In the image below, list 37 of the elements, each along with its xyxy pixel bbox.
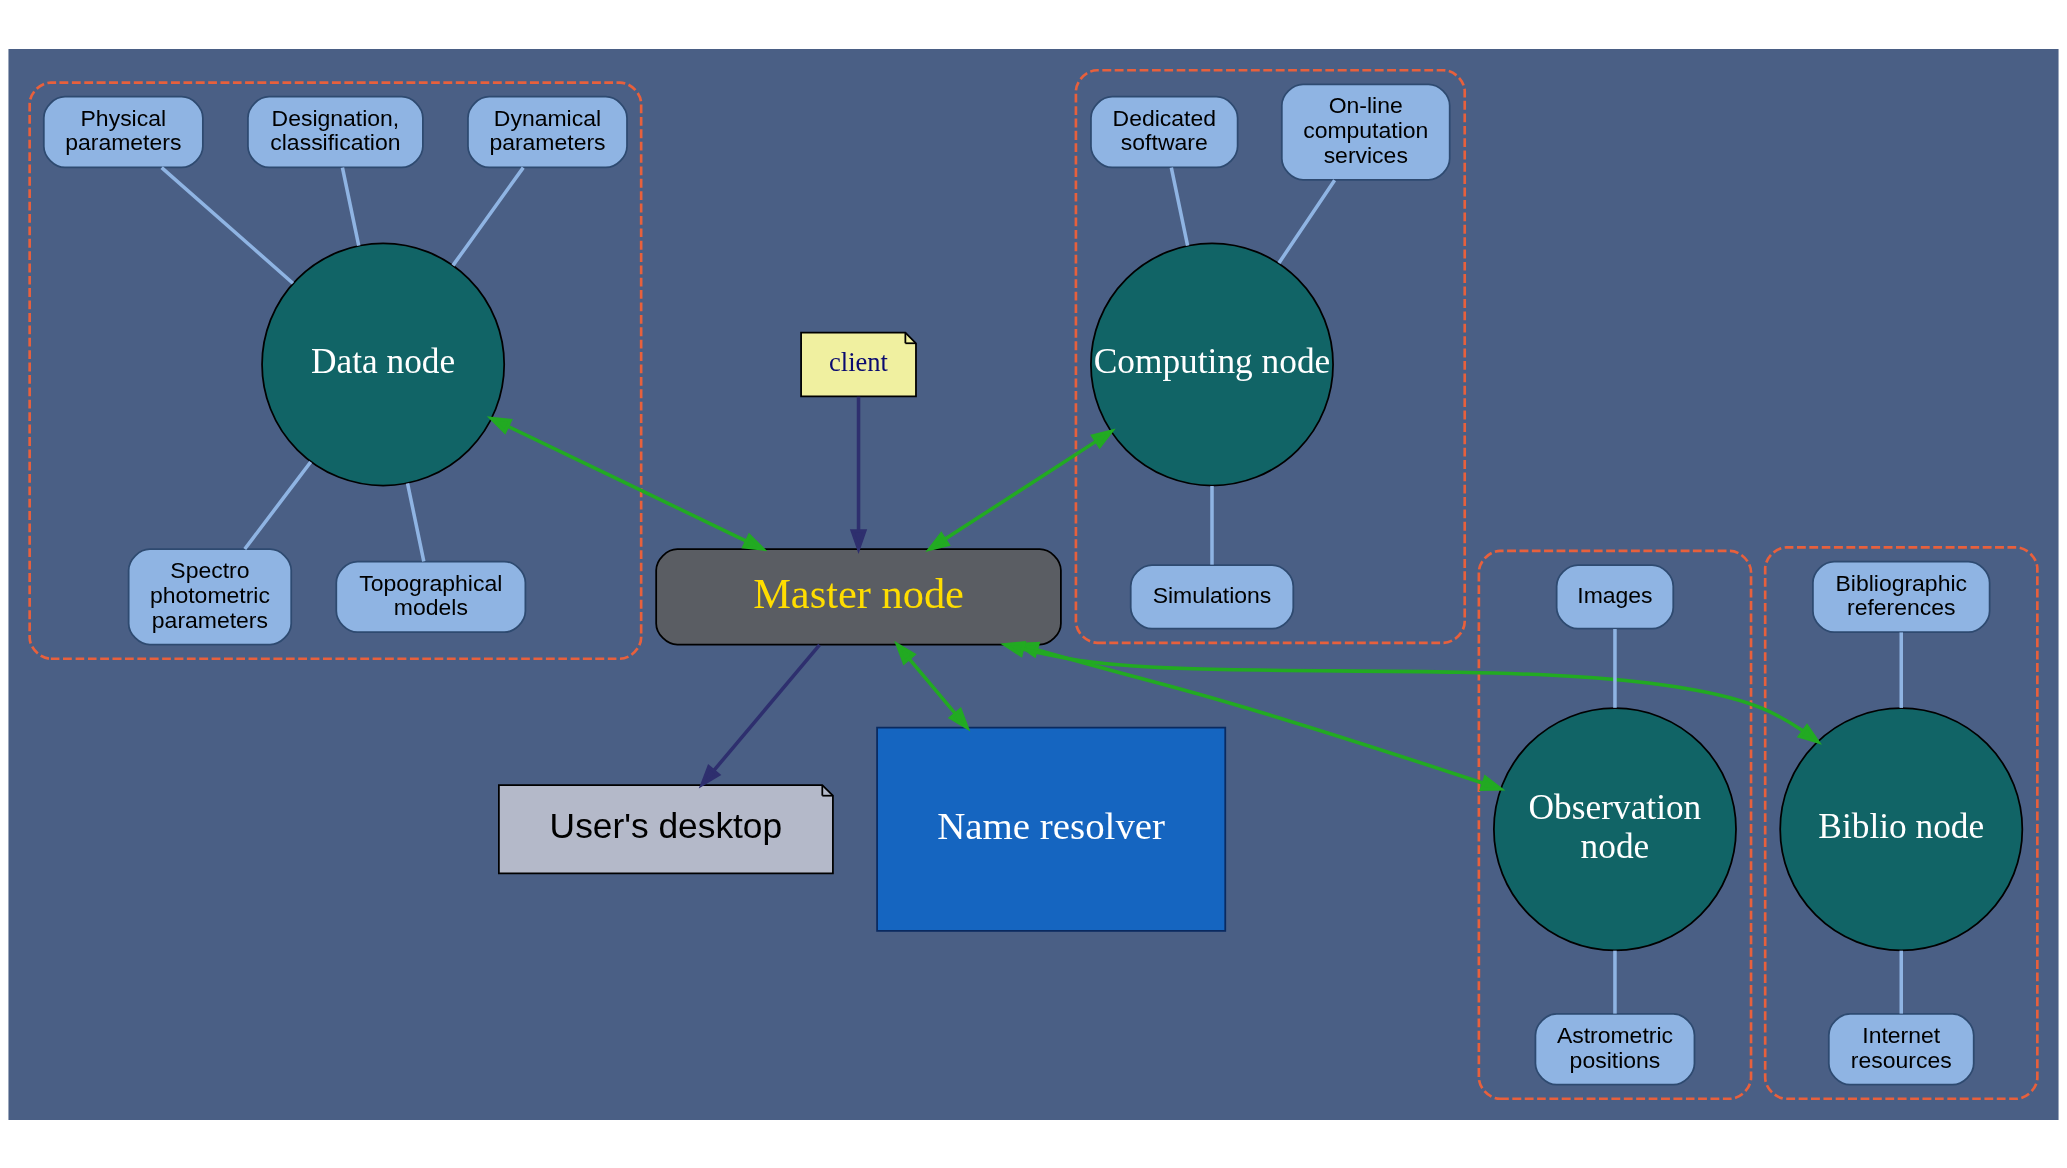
connector xyxy=(160,165,295,285)
node-box: Master node xyxy=(655,547,1062,645)
node-circle: Observation node xyxy=(1493,706,1737,951)
connector xyxy=(243,460,313,550)
node-box: Images xyxy=(1555,563,1675,630)
node-box: Designation, classification xyxy=(247,95,424,168)
node-box: Spectro photometric parameters xyxy=(127,547,293,645)
cluster xyxy=(28,80,643,660)
arrow xyxy=(849,396,868,554)
arrow xyxy=(925,428,1116,552)
node-box: Internet resources xyxy=(1827,1012,1975,1086)
cluster xyxy=(1074,68,1467,644)
node-box: Bibliographic references xyxy=(1812,560,1991,633)
connector xyxy=(1169,166,1190,246)
node-box: Topographical models xyxy=(335,560,527,633)
arrow xyxy=(486,415,768,551)
node-box: On-line computation services xyxy=(1280,82,1451,181)
connector xyxy=(1613,950,1617,1014)
node-circle: Biblio node xyxy=(1779,706,2024,951)
node-box: Dynamical parameters xyxy=(467,95,628,168)
node-box: Simulations xyxy=(1129,563,1295,630)
connector xyxy=(1210,485,1214,565)
node-box: Dedicated software xyxy=(1090,95,1239,168)
connector xyxy=(1899,950,1904,1014)
connector xyxy=(1899,631,1904,708)
node-box: Physical parameters xyxy=(42,95,204,168)
connector xyxy=(340,166,361,246)
node-box: Name resolver xyxy=(876,726,1227,932)
node-box: Astrometric positions xyxy=(1534,1012,1696,1086)
connector xyxy=(405,482,426,562)
connector xyxy=(1613,628,1617,708)
arrow xyxy=(894,640,971,731)
connector xyxy=(1277,178,1337,264)
cluster xyxy=(1763,545,2039,1100)
connector xyxy=(451,166,525,266)
arrow xyxy=(698,643,821,788)
node-circle: Data node xyxy=(261,242,506,486)
